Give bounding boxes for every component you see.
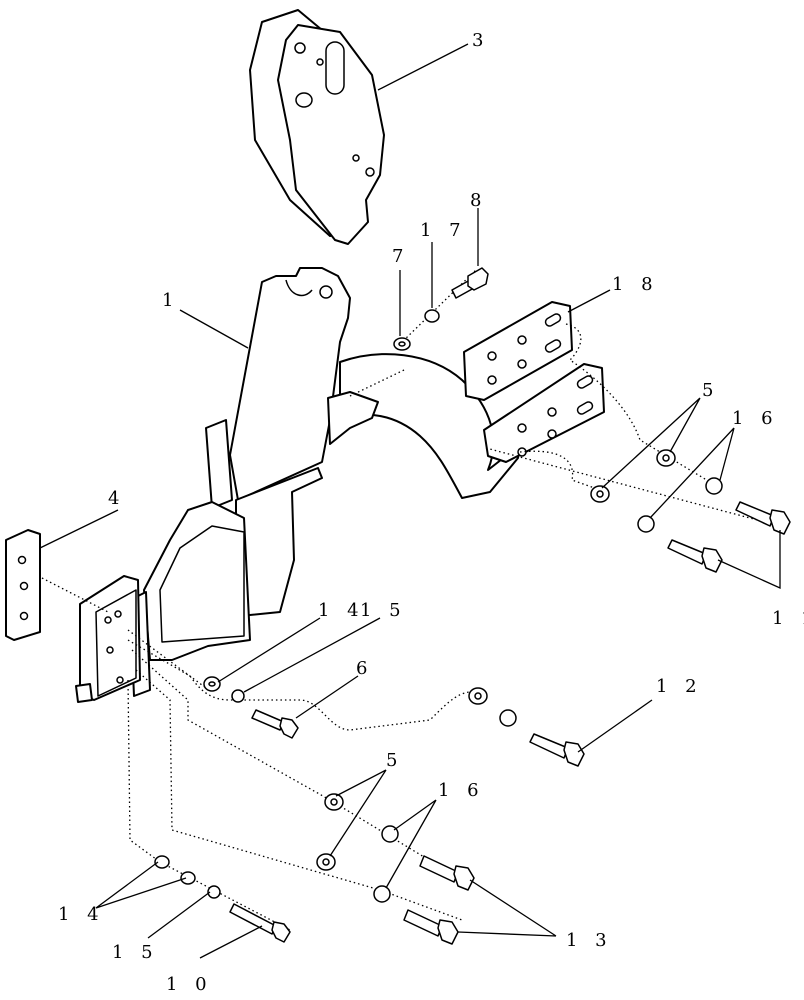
part-4-wear-plate [5, 529, 41, 641]
callout-15-upper: 1 5 [360, 600, 407, 621]
callout-4: 4 [108, 488, 125, 509]
lockwasher-15 [231, 689, 245, 703]
callout-12: 1 2 [656, 676, 703, 697]
callout-15-lower: 1 5 [112, 942, 159, 963]
bolt-6 [251, 709, 299, 739]
slot-hole [325, 41, 345, 95]
part-18-plates [463, 301, 605, 463]
bolt-11-a [667, 539, 723, 573]
callout-16-upper: 1 6 [732, 408, 779, 429]
callout-8: 8 [470, 190, 487, 211]
bolt-13-b [403, 909, 459, 945]
callout-1: 1 [162, 290, 179, 311]
callout-14-upper: 1 4 [318, 600, 365, 621]
bolt-11-b [735, 501, 791, 535]
callout-3: 3 [472, 30, 489, 51]
bolt-13-a [419, 855, 475, 891]
callout-7: 7 [392, 246, 409, 267]
leader-lines [39, 43, 781, 959]
bolt-10 [229, 903, 291, 943]
callout-18: 1 8 [612, 274, 659, 295]
part-3-bracket [249, 9, 385, 245]
callout-16-lower: 1 6 [438, 780, 485, 801]
callout-11: 1 1 [772, 608, 804, 629]
assembly-lines [41, 269, 781, 931]
callout-17: 1 7 [420, 220, 467, 241]
lockwasher-17 [424, 309, 440, 323]
hardware [154, 267, 791, 945]
mounting-block [75, 575, 141, 703]
pin-hole [295, 92, 313, 108]
part-1-main-bracket [129, 267, 521, 697]
lockwasher-16 [637, 515, 655, 533]
callout-labels: 3 1 1 8 4 7 1 7 8 5 1 6 1 1 1 4 1 5 6 1 … [58, 30, 804, 995]
callout-14-lower: 1 4 [58, 904, 105, 925]
bolt-8 [451, 267, 489, 299]
callout-5-lower: 5 [386, 750, 403, 771]
callout-13: 1 3 [566, 930, 613, 951]
callout-10: 1 0 [166, 974, 213, 995]
callout-6: 6 [356, 658, 373, 679]
callout-5-upper: 5 [702, 380, 719, 401]
bolt-12 [529, 733, 585, 767]
